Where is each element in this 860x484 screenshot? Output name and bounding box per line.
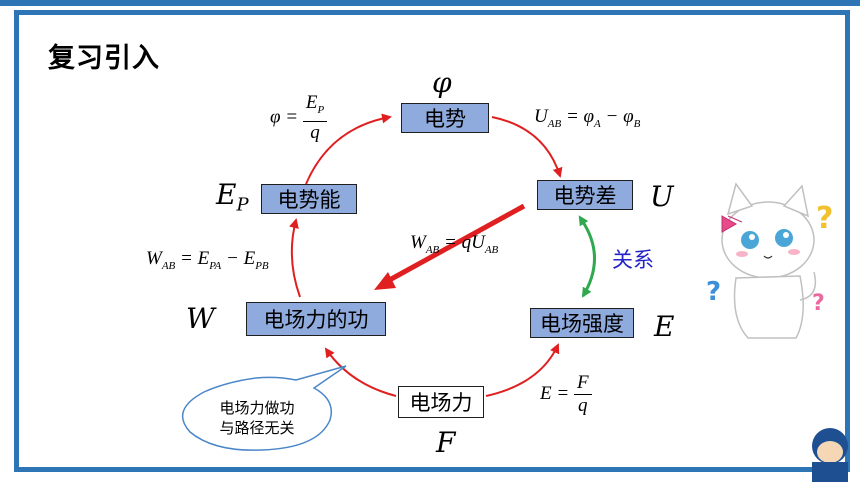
arrow-diff-strength <box>578 215 596 298</box>
slide-frame <box>14 10 850 472</box>
symbol-ep: EP <box>216 178 249 216</box>
bubble-text: 电场力做功 与路径无关 <box>196 398 318 438</box>
speech-bubble <box>181 365 347 451</box>
formula-u-ab: UAB = φA − φB <box>534 106 641 130</box>
node-field-work: 电场力的功 <box>246 302 386 336</box>
question-mark-icon: ? <box>812 291 825 316</box>
formula-w-ab: WAB = EPA − EPB <box>146 248 269 272</box>
relation-label: 关系 <box>612 248 654 272</box>
top-strip <box>0 0 860 6</box>
arrow-energy-to-potential <box>305 113 392 185</box>
node-field-force: 电场力 <box>398 386 484 418</box>
arrow-work-to-energy <box>289 218 301 298</box>
symbol-phi: φ <box>432 66 452 99</box>
symbol-f: F <box>436 426 456 459</box>
arrow-force-to-strength <box>485 343 560 397</box>
node-field-strength: 电场强度 <box>530 308 634 338</box>
arrow-diff-to-work-head <box>374 272 396 290</box>
arrow-force-to-work <box>324 347 397 397</box>
symbol-e: E <box>654 310 675 343</box>
arrow-potential-to-diff <box>491 116 563 178</box>
node-potential: 电势 <box>401 103 489 133</box>
node-potential-difference: 电势差 <box>537 180 633 210</box>
bubble-line-2: 与路径无关 <box>219 419 295 437</box>
symbol-w: W <box>186 302 215 335</box>
arrow-diff-to-work <box>382 203 526 286</box>
slide-title: 复习引入 <box>48 43 160 74</box>
character-avatar <box>812 428 848 482</box>
cat-illustration <box>721 182 817 339</box>
node-potential-energy: 电势能 <box>261 184 357 214</box>
symbol-u: U <box>650 180 674 213</box>
question-mark-icon: ? <box>816 201 833 236</box>
question-mark-icon: ? <box>706 277 721 307</box>
formula-w-qu: WAB = qUAB <box>410 232 499 256</box>
bubble-line-1: 电场力做功 <box>219 399 295 417</box>
